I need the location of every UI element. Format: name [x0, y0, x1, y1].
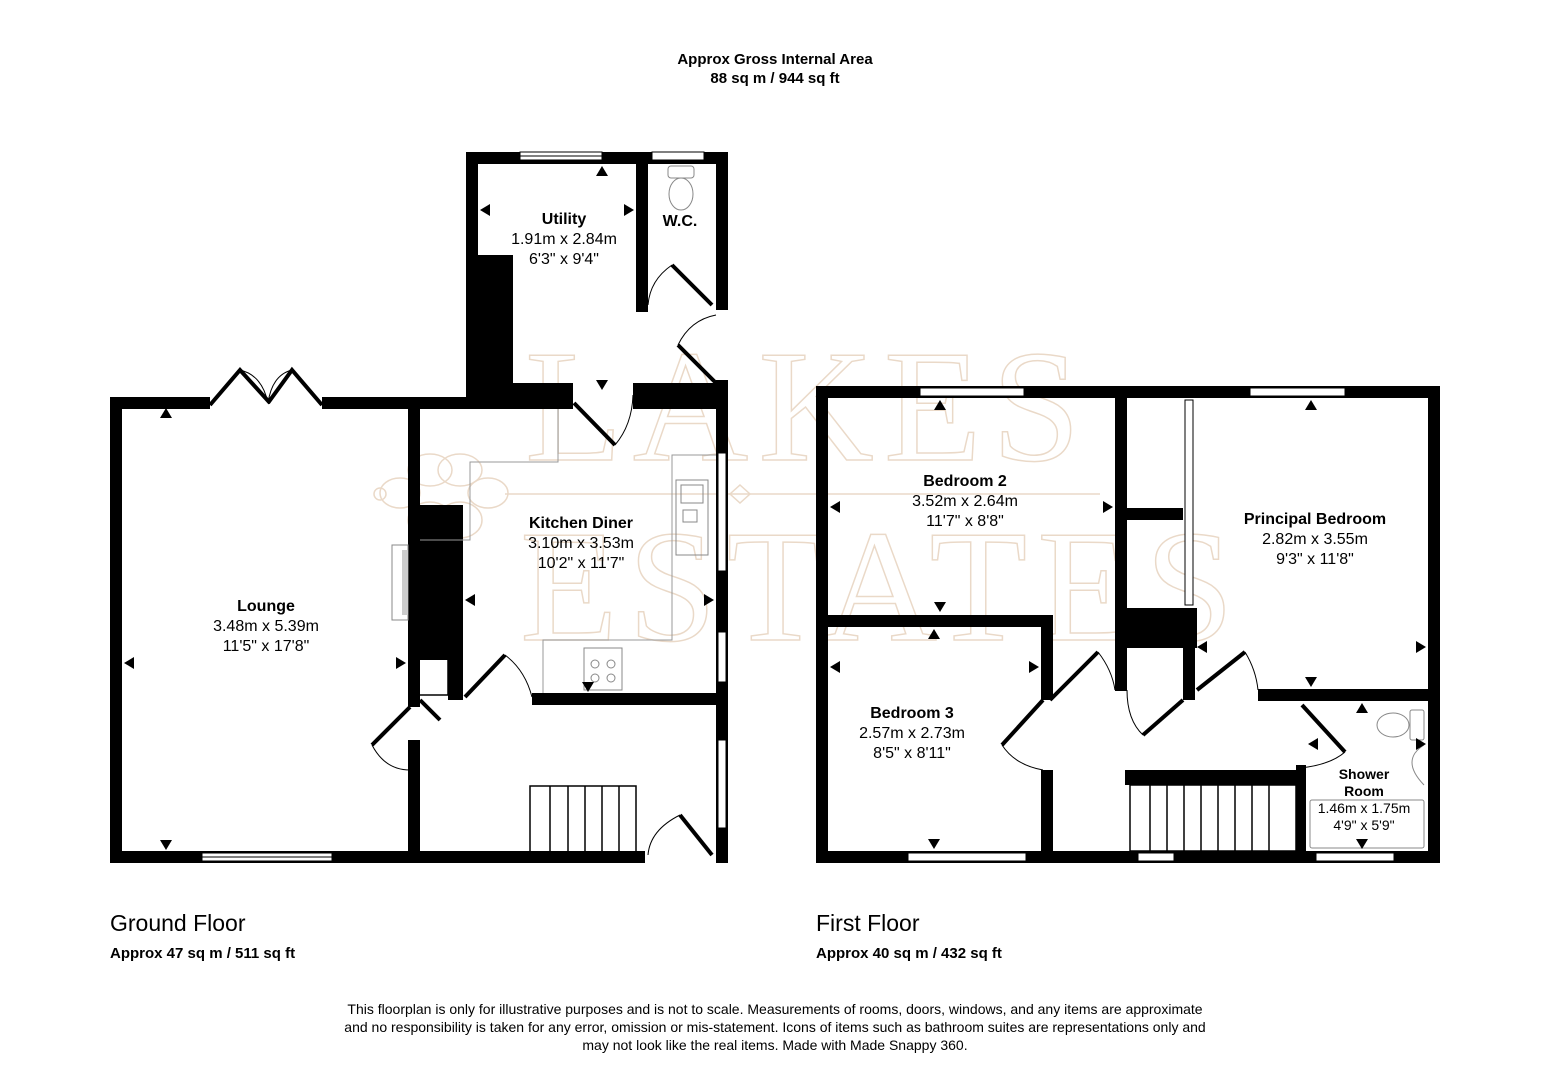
watermark-text-lakes: LAKES [525, 317, 1091, 495]
room-lounge: Lounge 3.48m x 5.39m 11'5" x 17'8" [213, 597, 319, 657]
room-bedroom-3: Bedroom 3 2.57m x 2.73m 8'5" x 8'11" [859, 704, 965, 764]
room-name: W.C. [662, 213, 698, 230]
room-metric: 2.57m x 2.73m [859, 725, 965, 742]
ground-floor-plan [110, 151, 728, 863]
room-metric: 1.46m x 1.75m [1317, 800, 1411, 816]
first-floor-stairs [1129, 784, 1297, 852]
room-wc: W.C. [663, 212, 698, 232]
shower-room-fixtures-icon [1309, 709, 1425, 849]
ground-floor-area: Approx 47 sq m / 511 sq ft [110, 945, 296, 962]
gross-area-value: 88 sq m / 944 sq ft [710, 70, 840, 87]
room-name: Bedroom 2 [923, 473, 1007, 490]
disclaimer-line-2: and no responsibility is taken for any e… [344, 1019, 1206, 1035]
sink-icon [675, 479, 709, 556]
room-imperial: 11'5" x 17'8" [222, 638, 310, 655]
room-bedroom-2: Bedroom 2 3.52m x 2.64m 11'7" x 8'8" [912, 472, 1018, 532]
room-imperial: 9'3" x 11'8" [1276, 551, 1354, 568]
room-imperial: 4'9" x 5'9" [1333, 817, 1395, 833]
room-principal-bedroom: Principal Bedroom 2.82m x 3.55m 9'3" x 1… [1244, 510, 1386, 570]
room-name-line1: Shower [1338, 766, 1390, 782]
room-metric: 1.91m x 2.84m [511, 231, 617, 248]
first-floor-label: First Floor [816, 910, 920, 936]
gross-area-title: Approx Gross Internal Area [677, 51, 873, 68]
room-name: Kitchen Diner [528, 515, 634, 532]
room-imperial: 11'7" x 8'8" [926, 513, 1004, 530]
room-name: Principal Bedroom [1243, 511, 1387, 528]
disclaimer-line-3: may not look like the real items. Made w… [582, 1037, 968, 1053]
hob-icon [583, 647, 623, 691]
toilet-icon [667, 165, 695, 211]
ground-floor-label: Ground Floor [110, 910, 246, 936]
first-floor-plan [816, 386, 1440, 863]
room-imperial: 8'5" x 8'11" [873, 745, 951, 762]
room-name: Lounge [237, 598, 295, 615]
room-metric: 3.10m x 3.53m [528, 535, 634, 552]
room-metric: 2.82m x 3.55m [1262, 531, 1368, 548]
room-shower-room: Shower Room 1.46m x 1.75m 4'9" x 5'9" [1318, 766, 1411, 834]
room-imperial: 6'3" x 9'4" [529, 251, 599, 268]
disclaimer-line-1: This floorplan is only for illustrative … [347, 1001, 1203, 1017]
disclaimer: This floorplan is only for illustrative … [270, 1000, 1280, 1054]
room-name: Utility [541, 211, 587, 228]
room-metric: 3.48m x 5.39m [213, 618, 319, 635]
first-floor-area: Approx 40 sq m / 432 sq ft [816, 945, 1002, 962]
gross-area-header: Approx Gross Internal Area 88 sq m / 944… [0, 50, 1550, 88]
room-kitchen-diner: Kitchen Diner 3.10m x 3.53m 10'2" x 11'7… [528, 514, 634, 574]
room-utility: Utility 1.91m x 2.84m 6'3" x 9'4" [511, 210, 617, 270]
room-name: Bedroom 3 [870, 705, 954, 722]
room-name-line2: Room [1344, 783, 1384, 799]
ground-stairs [529, 785, 637, 854]
room-metric: 3.52m x 2.64m [912, 493, 1018, 510]
room-imperial: 10'2" x 11'7" [537, 555, 625, 572]
